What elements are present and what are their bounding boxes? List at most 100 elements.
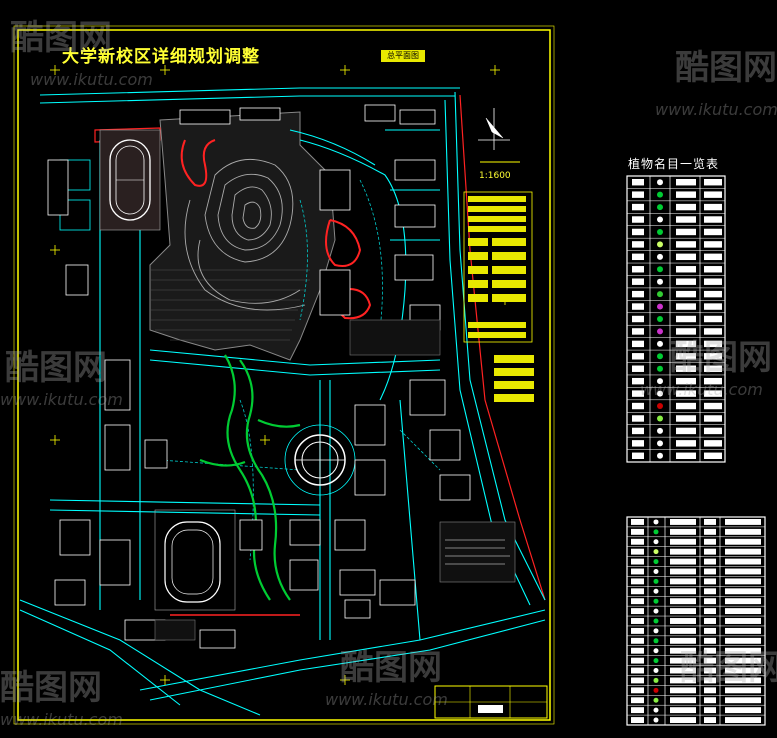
plant-symbol-icon (653, 578, 659, 584)
running-track-north (59, 129, 161, 231)
drawing-subtitle: 总平面图 (381, 50, 425, 62)
plant-symbol-icon (657, 179, 663, 186)
table-cell-name (670, 578, 696, 585)
plant-symbol-icon (653, 717, 659, 723)
table-cell-qty (704, 618, 716, 624)
table-cell-note (725, 647, 761, 654)
table-cell-index (631, 637, 644, 644)
table-cell-index (631, 558, 644, 565)
table-cell-qty (704, 440, 722, 447)
table-cell-qty (704, 290, 722, 298)
plant-symbol-icon (657, 415, 663, 422)
table-cell-name (676, 266, 696, 273)
table-cell-name (670, 647, 696, 654)
table-cell-index (631, 519, 644, 525)
table-cell-index (631, 548, 644, 555)
table-cell-qty (704, 687, 716, 694)
plant-symbol-icon (657, 403, 663, 410)
table-cell-name (670, 637, 696, 644)
table-cell-note (725, 697, 761, 704)
plant-symbol-icon (653, 618, 659, 624)
plant-symbol-icon (657, 340, 663, 347)
table-cell-note (725, 548, 761, 555)
table-cell-index (632, 390, 644, 397)
table-cell-name (670, 667, 696, 674)
table-cell-note (725, 568, 761, 575)
drawing-title-block (434, 685, 548, 719)
table-cell-note (725, 627, 761, 634)
table-cell-name (676, 315, 696, 323)
plant-symbol-icon (657, 328, 663, 335)
table-cell-qty (704, 627, 716, 634)
plant-symbol-icon (653, 529, 659, 535)
plant-symbol-icon (653, 687, 659, 693)
table-cell-index (631, 538, 644, 545)
table-cell-index (632, 353, 644, 360)
table-cell-index (632, 179, 644, 186)
grid-crosshair-markers (50, 65, 510, 685)
table-cell-index (632, 377, 644, 385)
plant-symbol-icon (657, 278, 663, 285)
plant-table-title: 植物名目一览表 (628, 157, 720, 171)
table-cell-name (670, 677, 696, 684)
contour-lines (184, 158, 306, 311)
table-cell-note (725, 687, 761, 694)
table-cell-qty (704, 452, 722, 459)
table-cell-name (676, 415, 696, 422)
table-cell-qty (704, 558, 716, 565)
plant-symbol-icon (653, 608, 659, 614)
plant-symbol-icon (653, 568, 659, 574)
plant-symbol-icon (653, 648, 659, 654)
plant-symbol-icon (657, 228, 663, 235)
table-cell-qty (704, 415, 722, 422)
plant-symbol-icon (657, 378, 663, 385)
table-cell-name (676, 191, 696, 198)
table-cell-index (631, 647, 644, 654)
plant-symbol-icon (653, 628, 659, 634)
plant-symbol-icon (657, 253, 663, 260)
table-cell-index (631, 568, 644, 575)
table-cell-qty (704, 667, 716, 674)
table-cell-qty (704, 519, 716, 525)
drawing-title: 大学新校区详细规划调整 (62, 47, 260, 67)
table-cell-name (676, 390, 696, 397)
plant-symbol-icon (657, 241, 663, 248)
table-cell-qty (704, 179, 722, 186)
plant-symbol-icon (653, 598, 659, 604)
plant-symbol-icon (653, 697, 659, 703)
table-cell-note (725, 598, 761, 605)
table-cell-index (631, 677, 644, 684)
table-cell-qty (704, 647, 716, 654)
table-cell-name (676, 427, 696, 435)
table-cell-name (670, 657, 696, 664)
table-cell-qty (704, 608, 716, 615)
plant-symbol-icon (657, 204, 663, 211)
table-cell-name (676, 216, 696, 223)
plant-symbol-icon (653, 549, 659, 555)
table-cell-note (725, 558, 761, 565)
table-cell-qty (704, 528, 716, 535)
table-cell-index (632, 203, 644, 211)
plant-symbol-icon (657, 440, 663, 447)
table-cell-index (632, 228, 644, 236)
table-cell-note (725, 519, 761, 525)
table-cell-index (631, 687, 644, 694)
plant-symbol-icon (657, 427, 663, 434)
table-cell-index (632, 452, 644, 459)
table-cell-name (676, 377, 696, 385)
table-cell-qty (704, 241, 722, 248)
table-cell-index (631, 618, 644, 624)
hill-hatch-area (149, 111, 336, 361)
table-cell-name (670, 519, 696, 525)
table-cell-name (676, 179, 696, 186)
table-cell-qty (704, 390, 722, 397)
table-cell-name (670, 528, 696, 535)
table-cell-note (725, 578, 761, 585)
map-legend-panel (463, 191, 534, 402)
plant-symbol-icon (653, 677, 659, 683)
table-cell-name (670, 568, 696, 575)
table-cell-qty (704, 578, 716, 585)
table-cell-note (725, 588, 761, 595)
table-cell-index (632, 365, 644, 372)
